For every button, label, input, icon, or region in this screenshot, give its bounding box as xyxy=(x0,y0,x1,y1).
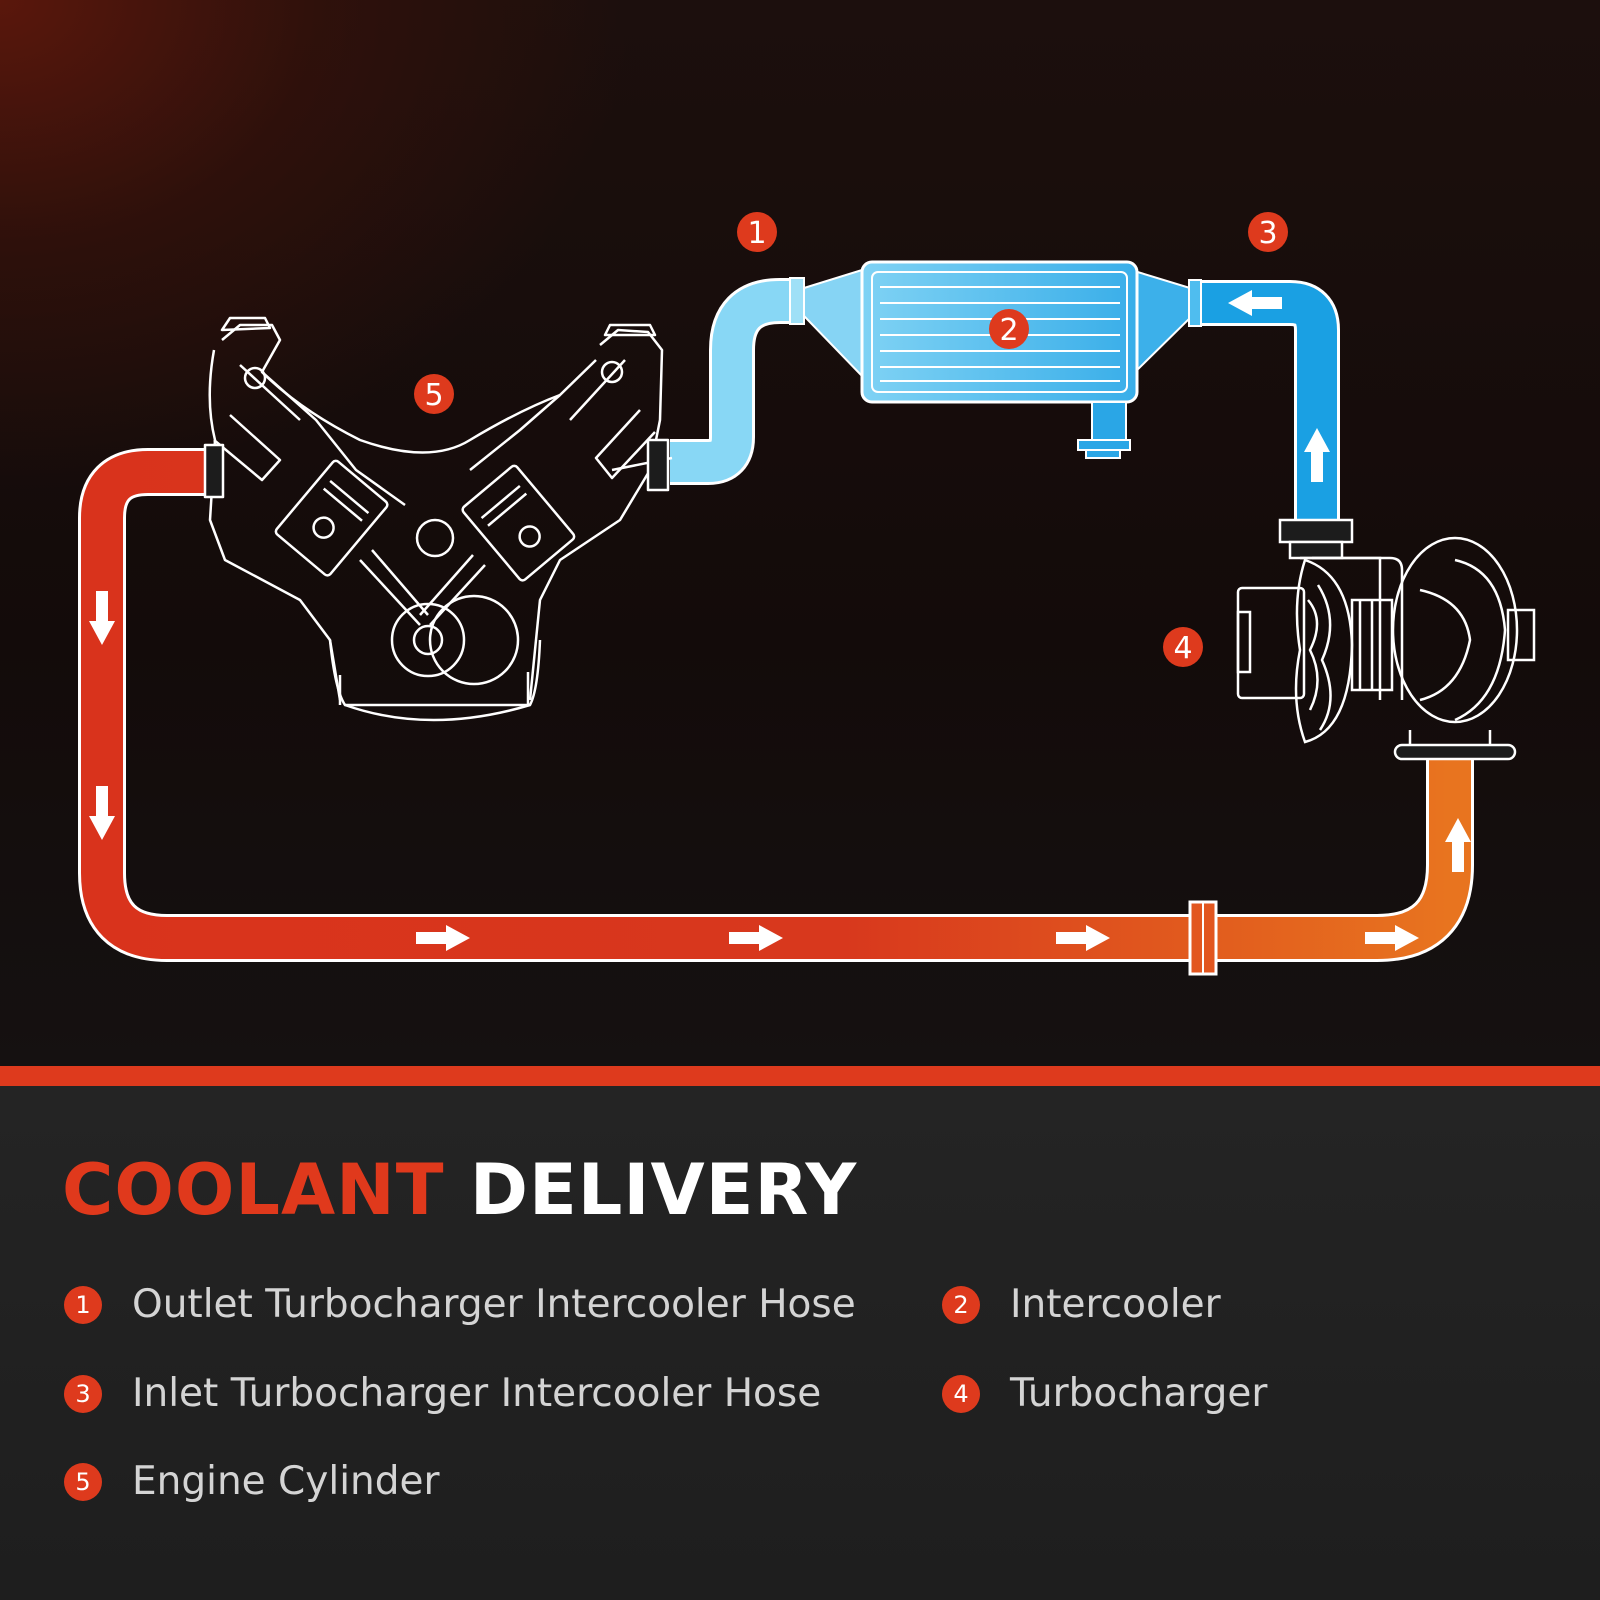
inlet-hose xyxy=(1188,279,1340,530)
coolant-flow-diagram: 1 2 3 4 5 xyxy=(78,212,1536,976)
diagram-area: 1 2 3 4 5 xyxy=(0,0,1600,1066)
svg-text:5: 5 xyxy=(424,378,443,413)
title-word-coolant: COOLANT xyxy=(62,1149,445,1231)
legend-badge: 5 xyxy=(64,1463,102,1501)
legend-label: Inlet Turbocharger Intercooler Hose xyxy=(132,1371,822,1416)
svg-text:2: 2 xyxy=(999,313,1018,348)
return-pipe xyxy=(78,448,1474,976)
legend-item-4: 4 Turbocharger xyxy=(942,1369,1267,1419)
flow-arrows xyxy=(89,290,1471,951)
legend-badge: 3 xyxy=(64,1375,102,1413)
legend-label: Engine Cylinder xyxy=(132,1459,440,1504)
legend-label: Outlet Turbocharger Intercooler Hose xyxy=(132,1282,856,1327)
svg-text:3: 3 xyxy=(1258,216,1277,251)
svg-text:1: 1 xyxy=(747,216,766,251)
legend-badge: 1 xyxy=(64,1286,102,1324)
outlet-hose xyxy=(670,268,863,485)
legend-badge: 2 xyxy=(942,1286,980,1324)
turbocharger xyxy=(1236,518,1536,761)
legend-item-1: 1 Outlet Turbocharger Intercooler Hose xyxy=(64,1280,856,1330)
legend-label: Intercooler xyxy=(1010,1282,1221,1327)
badge-2: 2 xyxy=(989,309,1029,349)
accent-divider xyxy=(0,1066,1600,1086)
legend-item-5: 5 Engine Cylinder xyxy=(64,1457,440,1507)
badge-3: 3 xyxy=(1248,212,1288,252)
legend-item-3: 3 Inlet Turbocharger Intercooler Hose xyxy=(64,1369,821,1419)
legend-badge: 4 xyxy=(942,1375,980,1413)
svg-text:4: 4 xyxy=(1173,631,1192,666)
intercooler xyxy=(860,260,1191,459)
title: COOLANT DELIVERY xyxy=(62,1150,857,1230)
diagram-badges: 1 2 3 4 5 xyxy=(414,212,1288,667)
title-word-delivery: DELIVERY xyxy=(469,1149,858,1231)
legend-item-2: 2 Intercooler xyxy=(942,1280,1221,1330)
legend-panel xyxy=(0,1086,1600,1600)
legend-label: Turbocharger xyxy=(1010,1371,1268,1416)
engine-cylinder xyxy=(203,316,673,722)
badge-4: 4 xyxy=(1163,627,1203,667)
badge-5: 5 xyxy=(414,374,454,414)
badge-1: 1 xyxy=(737,212,777,252)
